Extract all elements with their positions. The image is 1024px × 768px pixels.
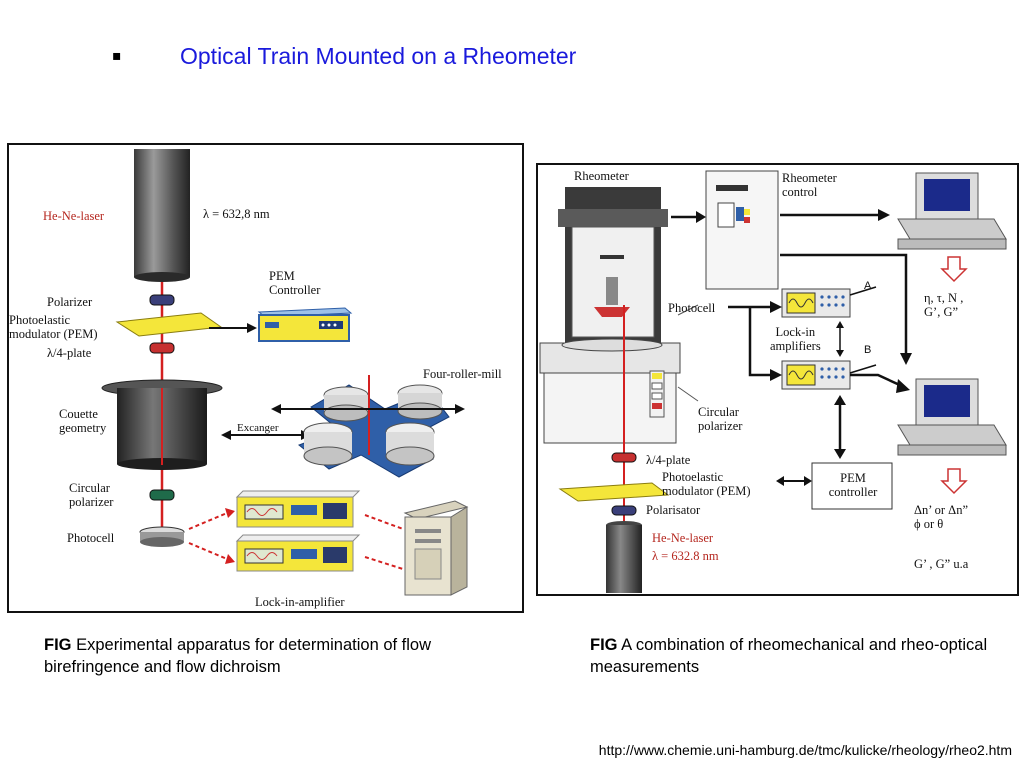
left-caption: FIG Experimental apparatus for determina… <box>44 634 484 678</box>
lockin-amplifiers-label: Lock-in amplifiers <box>770 325 821 353</box>
mechanical-output-line2: G’, G” <box>924 305 959 319</box>
laser-icon <box>134 149 190 282</box>
left-figure: He-Ne-laser λ = 632,8 nm Polarizer Photo… <box>7 143 524 613</box>
right-pem-controller-label-line2: controller <box>828 485 878 499</box>
computer-2-icon <box>897 378 1007 456</box>
slide-title: Optical Train Mounted on a Rheometer <box>180 42 577 69</box>
output-arrow-2 <box>940 468 968 495</box>
right-quarter-plate-icon <box>611 452 637 463</box>
circular-polarizer-label-line1: Circular <box>69 481 110 495</box>
couette-label-line2: geometry <box>59 421 107 435</box>
right-pem-controller-box <box>811 462 893 510</box>
photocell-icon <box>139 526 185 547</box>
pem-label: Photoelastic modulator (PEM) <box>9 313 98 341</box>
lockin-amplifiers-icon <box>781 288 851 390</box>
right-pem-label-line1: Photoelastic <box>662 470 724 484</box>
circular-polarizer-label-line2: polarizer <box>69 495 114 509</box>
right-figure-drawing <box>539 170 1007 593</box>
slide-title-row: ▪ Optical Train Mounted on a Rheometer <box>112 38 576 74</box>
right-quarter-plate-label: λ/4-plate <box>646 453 691 467</box>
polarizer-icon <box>149 294 175 306</box>
left-figure-drawing <box>101 149 469 596</box>
mechanical-output-line1: η, τ, N , <box>924 291 964 305</box>
pem-plate-icon <box>115 312 223 337</box>
rheometer-control-label-line1: Rheometer <box>782 171 837 185</box>
optical-output-line1: Δn’ or Δn” <box>914 503 969 517</box>
right-laser-icon <box>606 521 642 593</box>
four-roller-mill-icon <box>298 375 450 478</box>
photocell-label: Photocell <box>67 531 115 545</box>
right-laser-label: He-Ne-laser <box>652 531 714 545</box>
lockin-amplifiers-label-line2: amplifiers <box>770 339 821 353</box>
lockin-amplifiers-label-line1: Lock-in <box>775 325 816 339</box>
moduli-output-label: G’ , G” u.a <box>914 557 969 571</box>
exchanger-label: Excanger <box>237 422 279 434</box>
right-circular-polarizer-label-line1: Circular <box>698 405 739 419</box>
pem-controller-label: PEM Controller <box>269 269 320 297</box>
couette-label: Couette geometry <box>59 407 106 435</box>
rheometer-control-label-line2: control <box>782 185 818 199</box>
left-caption-text: Experimental apparatus for determination… <box>44 636 432 676</box>
right-figure: Rheometer Rheometer control Photocell A … <box>536 163 1019 596</box>
right-polarisator-icon <box>611 505 637 516</box>
right-circular-polarizer-label: Circular polarizer <box>698 405 742 433</box>
right-pem-controller-label: PEM controller <box>818 471 888 499</box>
right-caption: FIG A combination of rheomechanical and … <box>590 634 1000 678</box>
computer-1-icon <box>897 172 1007 250</box>
four-roller-mill-label: Four-roller-mill <box>423 367 502 381</box>
right-pem-plate-icon <box>558 482 670 502</box>
rheometer-control-icon <box>705 170 779 290</box>
mechanical-output-label: η, τ, N , G’, G” <box>924 291 963 319</box>
right-caption-bold: FIG <box>590 636 618 654</box>
right-wavelength-label: λ = 632.8 nm <box>652 549 719 563</box>
circular-polarizer-label: Circular polarizer <box>69 481 113 509</box>
couette-label-line1: Couette <box>59 407 98 421</box>
source-url: http://www.chemie.uni-hamburg.de/tmc/kul… <box>598 742 1012 758</box>
right-pem-label-line2: modulator (PEM) <box>662 484 751 498</box>
channel-b-label: B <box>864 344 872 356</box>
left-caption-bold: FIG <box>44 636 72 654</box>
rheometer-control-label: Rheometer control <box>782 171 837 199</box>
pem-label-line2: modulator (PEM) <box>9 327 98 341</box>
polarizer-label: Polarizer <box>47 295 93 309</box>
rheometer-icon <box>539 187 681 444</box>
bullet-icon: ▪ <box>112 48 122 64</box>
right-caption-text: A combination of rheomechanical and rheo… <box>590 636 988 676</box>
polarisator-label: Polarisator <box>646 503 701 517</box>
right-photocell-label: Photocell <box>668 301 716 315</box>
channel-a-label: A <box>864 280 872 292</box>
output-arrow-1 <box>940 256 968 283</box>
quarter-plate-icon <box>149 342 175 354</box>
right-circular-polarizer-label-line2: polarizer <box>698 419 743 433</box>
circular-polarizer-icon <box>149 489 175 501</box>
lockin-amplifier-icon <box>235 490 361 572</box>
quarter-plate-label: λ/4-plate <box>47 346 92 360</box>
pem-controller-label-line2: Controller <box>269 283 321 297</box>
pem-label-line1: Photoelastic <box>9 313 71 327</box>
computer-tower-icon <box>403 500 469 596</box>
right-pem-label: Photoelastic modulator (PEM) <box>662 470 751 498</box>
wavelength-label: λ = 632,8 nm <box>203 207 270 221</box>
lockin-label: Lock-in-amplifier <box>255 595 345 609</box>
laser-label: He-Ne-laser <box>43 209 105 223</box>
pem-controller-label-line1: PEM <box>269 269 295 283</box>
optical-output-line2: ϕ or θ <box>914 517 944 531</box>
pem-controller-icon <box>257 307 353 342</box>
rheometer-label: Rheometer <box>574 169 629 183</box>
optical-output-label: Δn’ or Δn” ϕ or θ <box>914 503 968 531</box>
right-pem-controller-label-line1: PEM <box>840 471 866 485</box>
